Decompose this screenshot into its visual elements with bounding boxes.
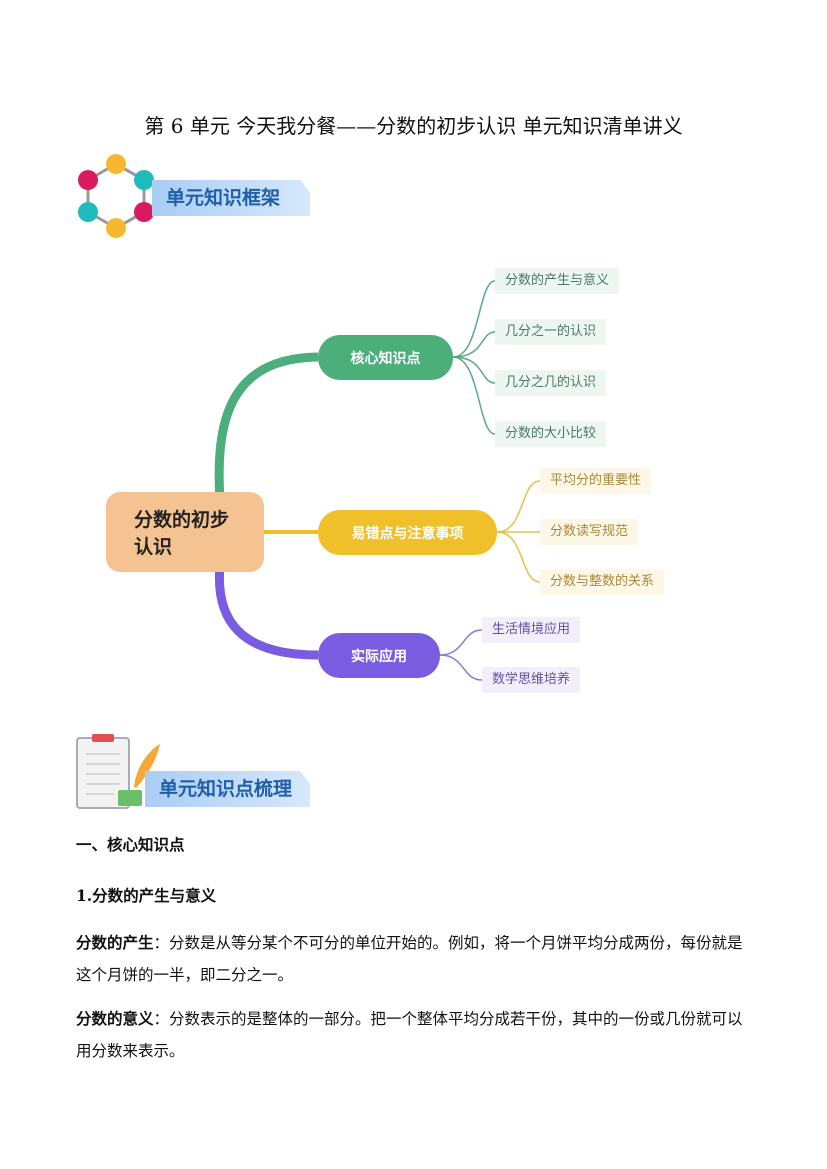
- page-title: 第 6 单元 今天我分餐——分数的初步认识 单元知识清单讲义: [144, 114, 683, 138]
- mindmap-leaf: 数学思维培养: [482, 667, 581, 693]
- mindmap-branch-application: 实际应用: [318, 633, 440, 678]
- clipboard-quill-icon: [76, 734, 160, 809]
- mindmap-leaf: 几分之一的认识: [495, 319, 607, 345]
- section-banner-framework: 单元知识框架: [152, 180, 310, 216]
- mindmap-connectors: [214, 280, 541, 681]
- mindmap-leaf: 分数的产生与意义: [495, 268, 620, 294]
- mindmap-root-node: 分数的初步认识: [106, 492, 264, 572]
- term-meaning: 分数的意义: [76, 1009, 154, 1028]
- heading-core-knowledge: 一、核心知识点: [76, 835, 185, 854]
- heading-fraction-origin: 1.分数的产生与意义: [76, 886, 217, 905]
- paragraph-text: ：分数是从等分某个不可分的单位开始的。例如，将一个月饼平均分成两份，每份就是这个…: [76, 934, 743, 984]
- mindmap-branch-core: 核心知识点: [318, 335, 453, 380]
- term-origin: 分数的产生: [76, 933, 154, 952]
- mindmap-leaf: 分数与整数的关系: [540, 569, 665, 595]
- mindmap-leaf: 分数的大小比较: [495, 421, 607, 447]
- section-banner-knowledge-points: 单元知识点梳理: [145, 771, 310, 807]
- paragraph-meaning: 分数的意义：分数表示的是整体的一部分。把一个整体平均分成若干份，其中的一份或几份…: [76, 1003, 756, 1067]
- mindmap-leaf: 几分之几的认识: [495, 370, 607, 396]
- mindmap-branch-pitfalls: 易错点与注意事项: [318, 510, 497, 555]
- mindmap-leaf: 生活情境应用: [482, 617, 581, 643]
- paragraph-text: ：分数表示的是整体的一部分。把一个整体平均分成若干份，其中的一份或几份就可以用分…: [76, 1010, 743, 1060]
- paragraph-origin: 分数的产生：分数是从等分某个不可分的单位开始的。例如，将一个月饼平均分成两份，每…: [76, 927, 756, 991]
- mindmap-leaf: 分数读写规范: [540, 519, 639, 545]
- mindmap-leaf: 平均分的重要性: [540, 468, 652, 494]
- molecule-icon: [78, 154, 154, 238]
